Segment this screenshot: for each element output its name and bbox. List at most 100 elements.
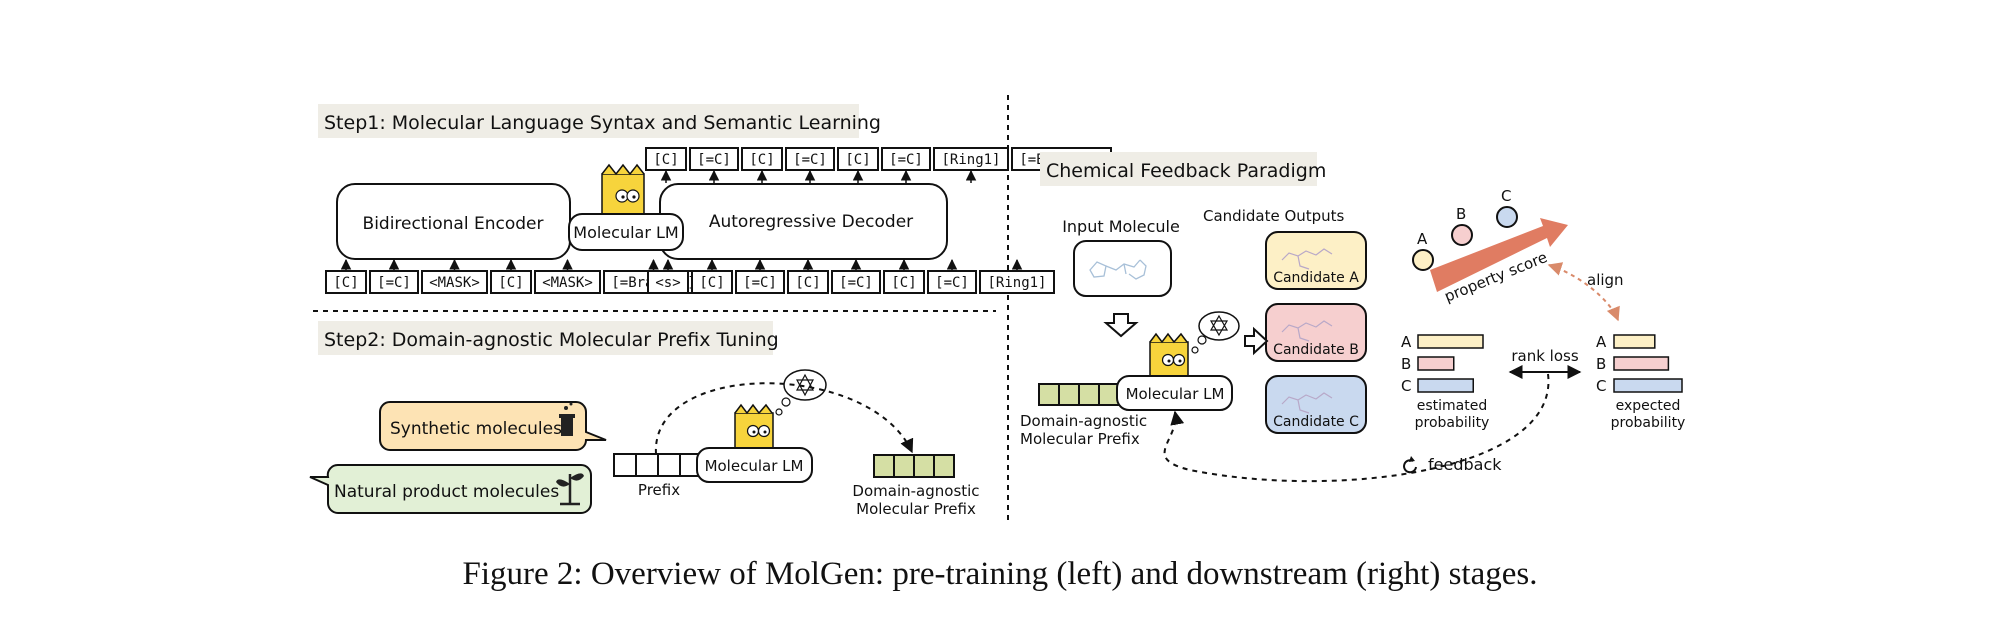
probability-bar — [1417, 356, 1455, 371]
token-label: [C] — [845, 152, 870, 168]
candidate-label: Candidate C — [1273, 414, 1359, 430]
score-letter: C — [1501, 187, 1511, 205]
thought-bubble-icon — [1191, 311, 1240, 354]
token-label: [C] — [653, 152, 678, 168]
mascot-icon — [734, 403, 774, 450]
score-letter: B — [1456, 205, 1466, 223]
decoder-input-token-row: <s> [C] [=C] [C] [=C] [C] [=C] [Ring1] — [647, 258, 1055, 294]
candidate-box — [1265, 375, 1367, 434]
output-prefix-cells — [873, 454, 955, 478]
token-label: [=C] — [839, 275, 873, 291]
bar-letter: A — [1596, 333, 1607, 351]
encoder-label: Bidirectional Encoder — [363, 214, 544, 234]
token-label: [=C] — [793, 152, 827, 168]
token-label: [C] — [795, 275, 820, 291]
probability-bar — [1613, 334, 1656, 349]
property-score-arrow — [1430, 218, 1568, 292]
step2-panel: Step2: Domain-agnostic Molecular Prefix … — [309, 321, 980, 518]
align-arrow — [1547, 262, 1620, 322]
expected-probability-bars: ABC — [1596, 333, 1683, 395]
synthetic-molecules-bubble — [379, 401, 607, 451]
token-label: [=C] — [889, 152, 923, 168]
molecule-structure-icon — [1281, 248, 1333, 270]
mascot-icon — [601, 163, 645, 219]
score-circle — [1451, 224, 1473, 246]
input-molecule-label: Input Molecule — [1062, 217, 1180, 236]
rank-loss-label: rank loss — [1511, 347, 1578, 365]
prefix-cells — [613, 453, 705, 477]
estimated-probability-bars: ABC — [1401, 333, 1484, 395]
output-prefix-label-1: Domain-agnostic — [852, 482, 979, 500]
prefix-label: Prefix — [638, 481, 680, 499]
mascot-icon — [1149, 332, 1189, 379]
molecular-lm-label: Molecular LM — [1126, 385, 1225, 403]
candidate-outputs-label: Candidate Outputs — [1203, 207, 1345, 225]
refresh-icon — [1403, 456, 1417, 474]
bar-letter: B — [1401, 355, 1411, 373]
token-label: <MASK> — [429, 275, 480, 291]
token-label: [Ring1] — [941, 152, 1000, 168]
score-circle — [1496, 206, 1518, 228]
step2-title: Step2: Domain-agnostic Molecular Prefix … — [324, 329, 779, 351]
probability-bar — [1613, 378, 1683, 393]
probability-bar — [1417, 334, 1484, 349]
tuning-curve-arrow — [654, 382, 914, 455]
candidate-box — [1265, 231, 1367, 290]
molecular-lm-box — [1116, 375, 1233, 411]
candidate-label: Candidate A — [1273, 270, 1359, 286]
bar-letter: C — [1596, 377, 1606, 395]
molecule-structure-icon — [1281, 392, 1333, 414]
figure-caption: Figure 2: Overview of MolGen: pre-traini… — [463, 556, 1538, 592]
score-circle — [1412, 249, 1434, 271]
candidate-list: Candidate A Candidate B Candidate C — [1265, 231, 1367, 434]
token-label: [=C] — [697, 152, 731, 168]
natural-product-bubble — [309, 463, 592, 514]
score-circles: A B C — [1412, 187, 1518, 271]
down-arrow-icon — [1103, 313, 1139, 338]
align-label: align — [1587, 271, 1624, 289]
candidate-label: Candidate B — [1273, 342, 1359, 358]
token-label: [=C] — [377, 275, 411, 291]
encoder-token-row: [C][=C]<MASK>[C]<MASK>[=Branch1] — [325, 258, 704, 294]
feedback-title: Chemical Feedback Paradigm — [1046, 160, 1326, 182]
input-molecule-box — [1073, 240, 1172, 297]
feedback-prefix-cells — [1038, 383, 1120, 406]
step1-panel: Step1: Molecular Language Syntax and Sem… — [318, 104, 1112, 294]
bar-letter: A — [1401, 333, 1412, 351]
feedback-prefix-label-1: Domain-agnostic — [1020, 412, 1147, 430]
token-label: [C] — [749, 152, 774, 168]
score-letter: A — [1417, 230, 1428, 248]
estimated-label-1: estimated — [1417, 398, 1488, 414]
natural-product-label: Natural product molecules — [334, 482, 559, 502]
token-label: <s> — [655, 275, 680, 291]
estimated-label-2: probability — [1415, 415, 1490, 431]
step1-title: Step1: Molecular Language Syntax and Sem… — [324, 112, 881, 134]
right-arrow-icon — [1244, 326, 1269, 356]
feedback-label: feedback — [1428, 455, 1502, 474]
token-label: [C] — [699, 275, 724, 291]
step1-title-bg — [318, 104, 859, 138]
output-prefix-label-2: Molecular Prefix — [856, 500, 976, 518]
token-label: [C] — [333, 275, 358, 291]
token-label: [=C] — [743, 275, 777, 291]
feedback-prefix-label-2: Molecular Prefix — [1020, 430, 1140, 448]
probability-bar — [1417, 378, 1474, 393]
bar-letter: B — [1596, 355, 1606, 373]
molecular-lm-label: Molecular LM — [573, 223, 678, 242]
token-label: [C] — [498, 275, 523, 291]
expected-label-1: expected — [1616, 398, 1681, 414]
token-label: <MASK> — [542, 275, 593, 291]
token-label: [C] — [891, 275, 916, 291]
molecule-structure-icon — [1089, 259, 1147, 280]
plant-icon — [556, 473, 584, 506]
synthetic-molecules-label: Synthetic molecules — [390, 419, 562, 439]
probability-bar — [1613, 356, 1670, 371]
token-label: [=C] — [935, 275, 969, 291]
molecular-lm-box — [696, 447, 813, 483]
feedback-title-bg — [1040, 152, 1317, 186]
thought-bubble-icon — [775, 369, 827, 416]
molecular-lm-label: Molecular LM — [705, 457, 804, 475]
token-label: [Ring1] — [987, 275, 1046, 291]
molecular-lm-box — [568, 213, 684, 251]
